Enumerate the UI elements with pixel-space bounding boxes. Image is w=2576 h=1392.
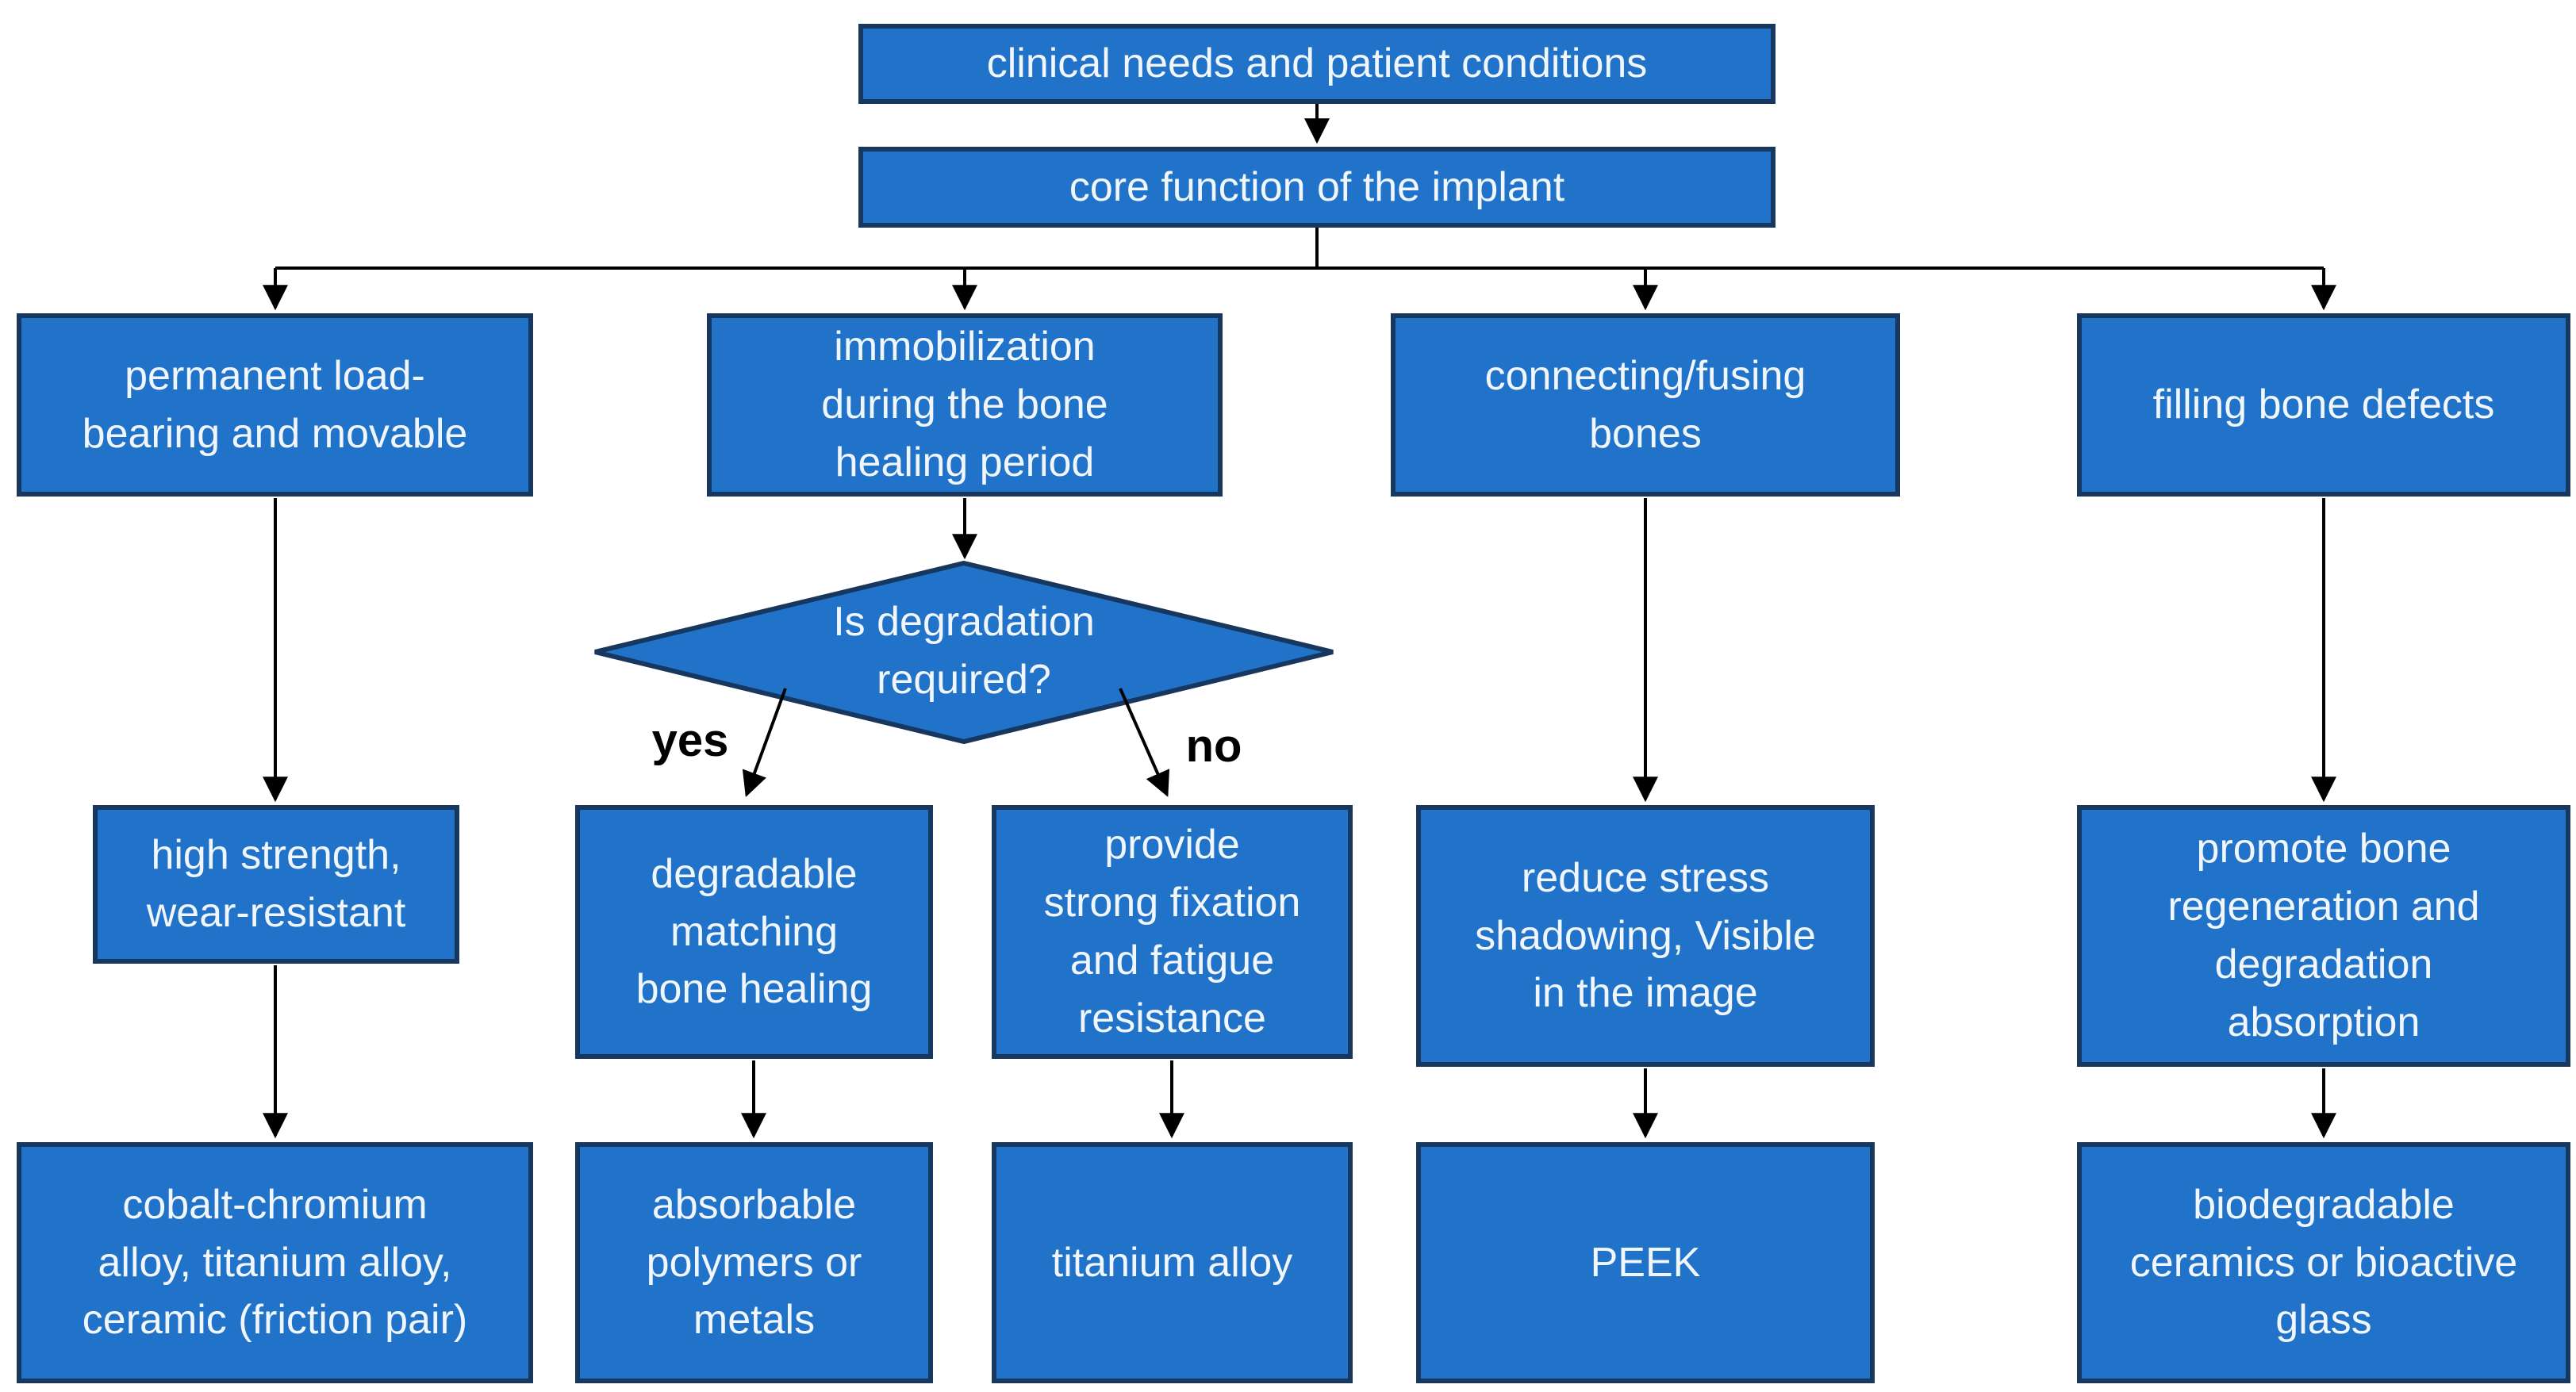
- distribution-rail: [275, 228, 2324, 270]
- node-promote-bone-regeneration: promote bone regeneration and degradatio…: [2077, 805, 2570, 1067]
- node-titanium-alloy: titanium alloy: [992, 1142, 1353, 1383]
- node-strong-fixation-fatigue-resistance: provide strong fixation and fatigue resi…: [992, 805, 1353, 1059]
- node-connecting-fusing-bones: connecting/fusing bones: [1391, 313, 1900, 497]
- node-degradable-matching-bone-healing: degradable matching bone healing: [575, 805, 933, 1059]
- node-reduce-stress-shadowing: reduce stress shadowing, Visible in the …: [1416, 805, 1875, 1067]
- node-peek: PEEK: [1416, 1142, 1875, 1383]
- node-permanent-load-bearing: permanent load- bearing and movable: [17, 313, 533, 497]
- node-high-strength-wear-resistant: high strength, wear-resistant: [93, 805, 459, 964]
- edge-label-no: no: [1185, 720, 1242, 772]
- node-filling-bone-defects: filling bone defects: [2077, 313, 2570, 497]
- node-core-function: core function of the implant: [858, 147, 1776, 228]
- node-clinical-needs: clinical needs and patient conditions: [858, 24, 1776, 104]
- node-biodegradable-ceramics-bioactive-glass: biodegradable ceramics or bioactive glas…: [2077, 1142, 2570, 1383]
- node-cobalt-chromium-alloy: cobalt-chromium alloy, titanium alloy, c…: [17, 1142, 533, 1383]
- decision-degradation-required: Is degradation required?: [833, 599, 1095, 703]
- edge-label-yes: yes: [651, 715, 729, 766]
- node-absorbable-polymers-metals: absorbable polymers or metals: [575, 1142, 933, 1383]
- node-immobilization: immobilization during the bone healing p…: [707, 313, 1223, 497]
